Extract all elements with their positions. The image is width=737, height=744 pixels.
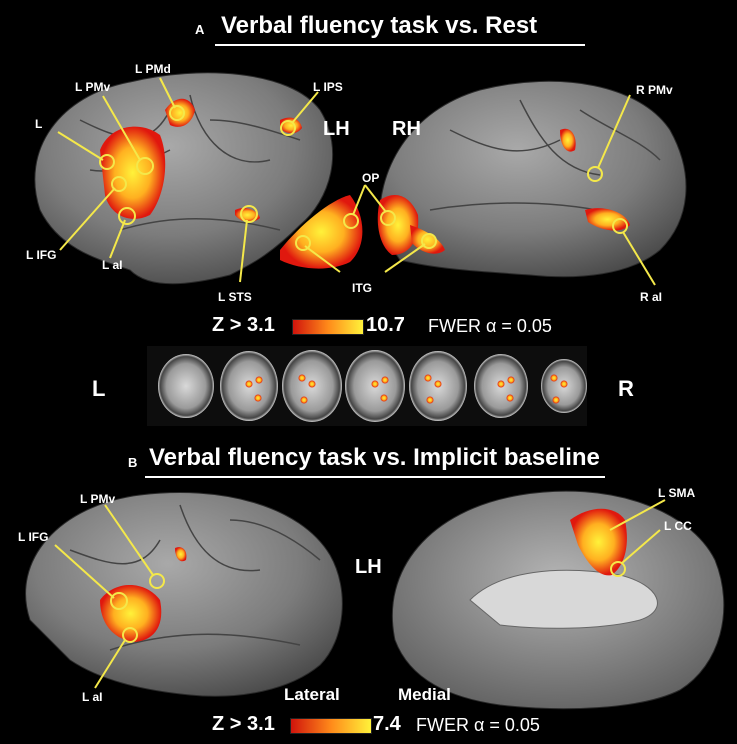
scale-b-min: Z > 3.1 [212, 713, 275, 735]
label-l-cc: L CC [664, 519, 692, 533]
fwer-b: FWER α = 0.05 [416, 715, 540, 735]
label-l-sma: L SMA [658, 486, 696, 500]
axial-slice [282, 350, 342, 422]
label-l-ai-b: L aI [82, 690, 103, 704]
label-l-ifg-b: L IFG [18, 530, 49, 544]
axial-slice [474, 354, 528, 418]
axial-slice [158, 354, 214, 418]
label-l-ips: L IPS [313, 80, 343, 94]
axial-slice [345, 350, 405, 422]
axial-slice [541, 359, 587, 413]
view-lateral: Lateral [284, 685, 340, 704]
label-l-ifg-a: L IFG [26, 248, 57, 262]
scale-a-min: Z > 3.1 [212, 314, 275, 336]
label-r-pmv: R PMv [636, 83, 673, 97]
label-l-ai-a: L aI [102, 258, 123, 272]
scale-a-max: 10.7 [366, 314, 405, 336]
scale-b-max: 7.4 [373, 713, 401, 735]
side-left: L [92, 376, 106, 401]
hemisphere-lh-b: LH [355, 556, 382, 578]
callouts-a [57, 77, 656, 286]
hemisphere-rh-a: RH [392, 118, 421, 140]
label-l-sts: L STS [218, 290, 252, 304]
fwer-a: FWER α = 0.05 [428, 316, 552, 336]
panel-a-letter: A [195, 22, 205, 37]
label-itg: ITG [352, 281, 372, 295]
label-op: OP [362, 171, 380, 185]
view-medial: Medial [398, 685, 451, 704]
panel-a-title: Verbal fluency task vs. Rest [221, 12, 538, 39]
axial-slice [220, 351, 278, 421]
label-l-pmd: L PMd [135, 62, 171, 76]
axial-slice [409, 351, 467, 421]
lateral-right-brain-a [377, 80, 687, 278]
panel-b-title-rule [145, 476, 605, 478]
colorbar-b [290, 718, 372, 734]
label-l-pmv-a: L PMv [75, 80, 111, 94]
panel-a-title-rule [215, 44, 585, 46]
panel-b-title: Verbal fluency task vs. Implicit baselin… [149, 444, 600, 471]
side-right: R [618, 376, 634, 401]
lateral-left-brain-a [34, 72, 363, 285]
label-l-pmv-b: L PMv [80, 492, 116, 506]
colorbar-a [292, 319, 364, 335]
lateral-left-brain-b [25, 492, 343, 697]
callouts-b [54, 499, 666, 689]
label-l: L [35, 117, 43, 131]
hemisphere-lh-a: LH [323, 118, 350, 140]
label-r-ai: R aI [640, 290, 663, 304]
panel-b-letter: B [128, 455, 138, 470]
